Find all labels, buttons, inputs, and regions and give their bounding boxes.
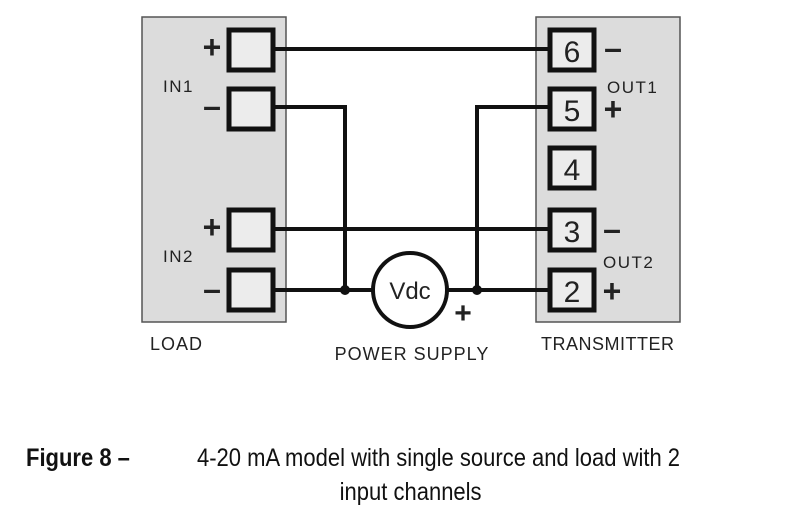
junction-dot-left [340, 285, 350, 295]
wiring-diagram: Vdc + POWER SUPPLY + – + – IN1 IN2 LOAD … [141, 16, 681, 364]
out1-label: OUT1 [607, 78, 658, 97]
in2-minus-sign: – [203, 271, 221, 307]
transmitter-terminals [547, 27, 597, 313]
terminal-3 [547, 207, 597, 253]
out1-minus-sign: – [604, 30, 622, 66]
in2-plus-sign: + [203, 209, 222, 245]
terminal-in1-plus [226, 27, 276, 73]
load-label: LOAD [150, 334, 203, 354]
transmitter-label: TRANSMITTER [541, 334, 675, 354]
out2-minus-sign: – [603, 211, 621, 247]
out2-plus-sign: + [603, 273, 622, 309]
figure-caption-text-line1: 4-20 mA model with single source and loa… [197, 444, 681, 472]
terminal-6 [547, 27, 597, 73]
terminal-3-number: 3 [564, 216, 581, 249]
terminal-5-number: 5 [564, 95, 581, 128]
load-terminals [226, 27, 276, 313]
terminal-4 [547, 145, 597, 191]
out2-label: OUT2 [603, 253, 654, 272]
in1-plus-sign: + [203, 29, 222, 65]
terminal-2 [547, 267, 597, 313]
in1-label: IN1 [163, 77, 194, 96]
terminal-in1-minus [226, 86, 276, 132]
junction-dot-right [472, 285, 482, 295]
terminal-in2-minus [226, 267, 276, 313]
terminal-in2-plus [226, 207, 276, 253]
terminal-4-number: 4 [564, 154, 581, 187]
figure-caption-text-line2: input channels [340, 478, 482, 506]
in1-minus-sign: – [203, 88, 221, 124]
figure-label: Figure 8 – [26, 444, 130, 472]
figure-caption: Figure 8 – 4-20 mA model with single sou… [0, 444, 804, 478]
power-supply-plus-sign: + [454, 297, 472, 330]
figure-caption-line2: input channels [0, 478, 804, 507]
in2-label: IN2 [163, 247, 194, 266]
terminal-5 [547, 86, 597, 132]
power-supply-vdc-text: Vdc [389, 278, 430, 305]
out1-plus-sign: + [604, 91, 623, 127]
terminal-6-number: 6 [564, 36, 581, 69]
terminal-2-number: 2 [564, 276, 581, 309]
power-supply-symbol [371, 251, 449, 329]
wires [273, 47, 550, 292]
power-supply-label: POWER SUPPLY [335, 344, 490, 364]
